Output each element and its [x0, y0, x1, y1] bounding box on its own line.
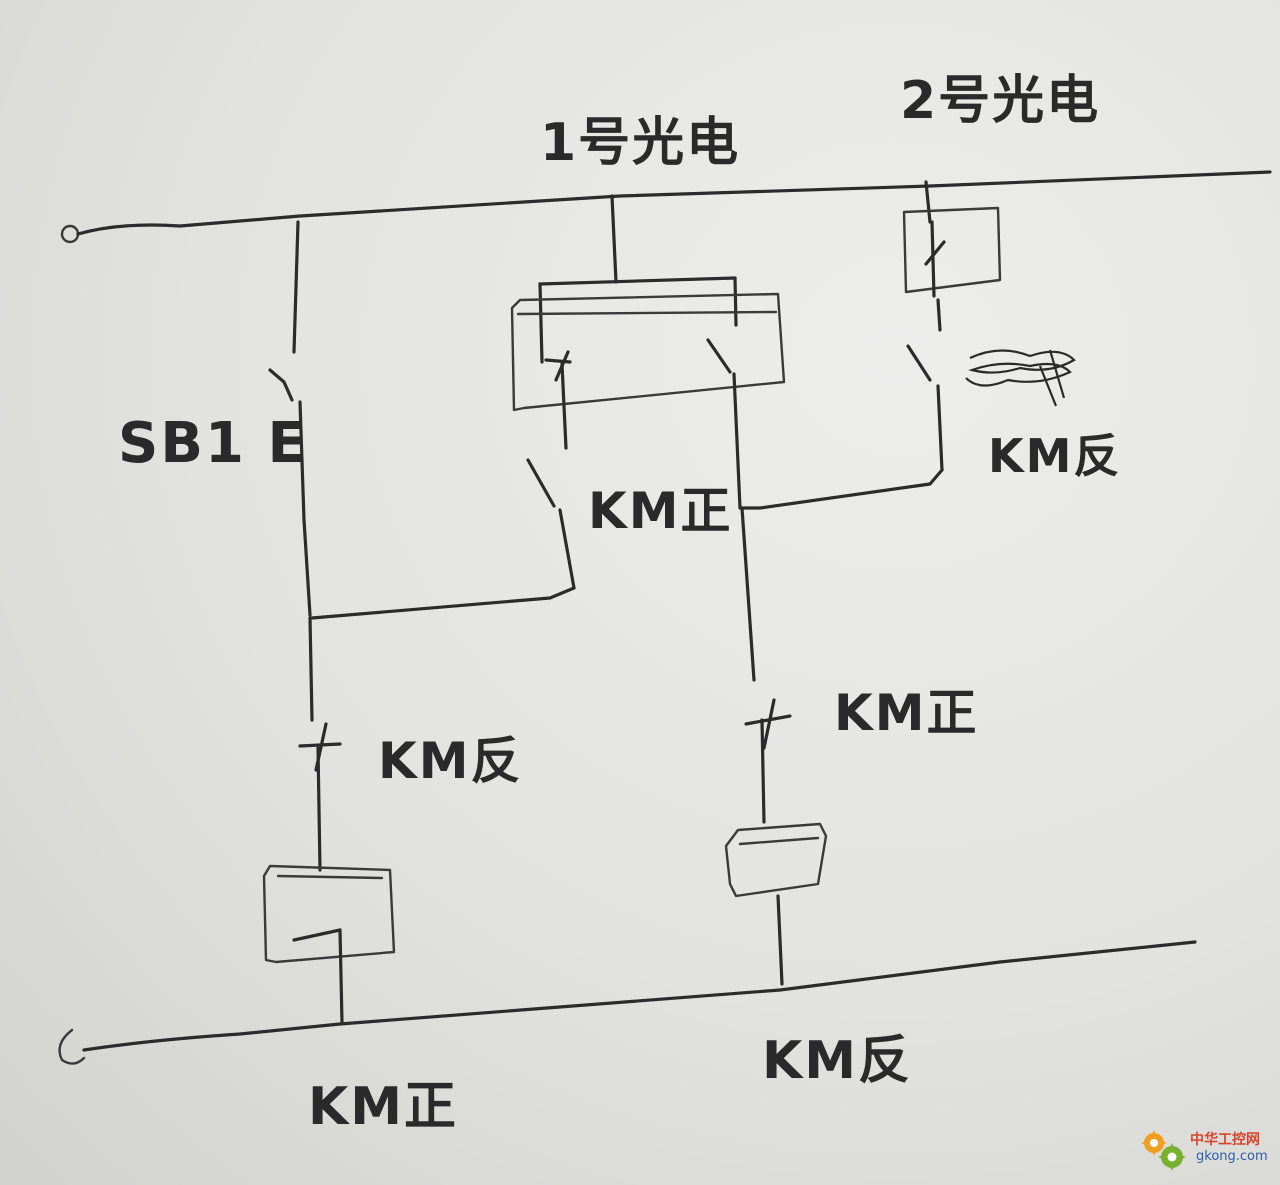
label-km-fan-interlock: KM反	[378, 732, 523, 790]
label-photo2: 2号光电	[900, 71, 1100, 131]
bottom-supply-line	[58, 940, 1197, 1065]
scribbled-mark	[965, 349, 1076, 407]
km-zheng-holding-contact	[310, 458, 576, 620]
label-km-zheng-coil: KM正	[308, 1077, 458, 1137]
photo2-relay	[740, 180, 1002, 510]
label-km-zheng-interlock: KM正	[834, 684, 979, 742]
gkong-watermark: 中华工控网 gkong.com	[1138, 1127, 1268, 1175]
label-km-fan-coil: KM反	[762, 1031, 912, 1091]
km-fan-coil-branch	[724, 506, 828, 986]
label-km-zheng-holding: KM正	[588, 482, 733, 540]
sb1-pushbutton-branch	[268, 220, 312, 617]
label-km-fan-photo2: KM反	[988, 429, 1121, 483]
top-supply-line	[60, 170, 1272, 244]
watermark-cn: 中华工控网	[1190, 1132, 1260, 1148]
label-photo1: 1号光电	[540, 113, 740, 173]
km-zheng-coil-branch	[262, 616, 396, 1024]
photo1-relay	[510, 194, 786, 510]
gear-icon	[1141, 1130, 1186, 1171]
watermark-url: gkong.com	[1196, 1149, 1268, 1164]
label-sb1: SB1 E	[118, 411, 308, 476]
